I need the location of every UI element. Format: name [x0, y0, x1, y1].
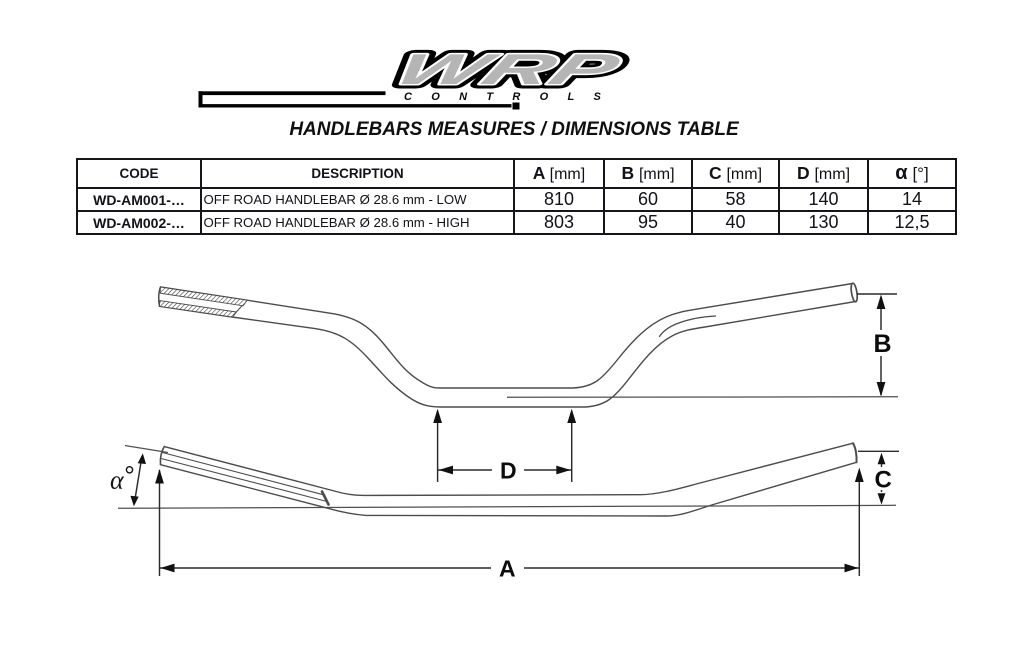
- svg-text:WRP: WRP: [386, 45, 629, 93]
- svg-text:A: A: [499, 556, 516, 582]
- svg-text:D: D: [500, 458, 517, 484]
- svg-text:α: α: [110, 466, 125, 495]
- svg-text:B: B: [874, 330, 892, 358]
- svg-text:WRP: WRP: [386, 45, 629, 93]
- svg-text:C: C: [875, 467, 892, 494]
- svg-text:WRP: WRP: [386, 45, 629, 93]
- svg-text:CONTROLS: CONTROLS: [404, 91, 620, 103]
